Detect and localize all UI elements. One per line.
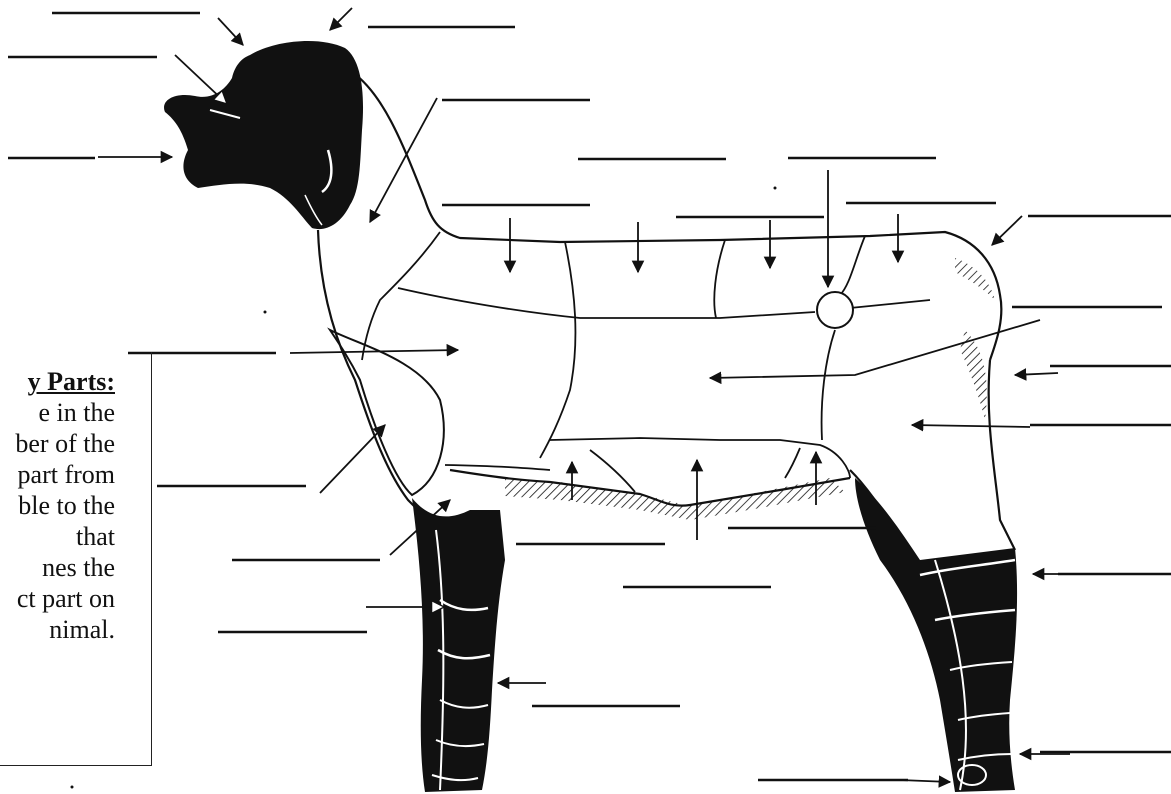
instructions-box: y Parts: e in the ber of the part from b…	[0, 352, 152, 766]
instructions-line: ble to the	[0, 490, 115, 521]
instructions-line: ber of the	[0, 428, 115, 459]
sheep-body	[318, 72, 1015, 550]
instructions-line: nes the	[0, 552, 115, 583]
shoulder-bulge	[330, 330, 444, 495]
arrow-11	[992, 216, 1022, 245]
cut-lines	[362, 232, 930, 492]
instructions-line: ct part on	[0, 583, 115, 614]
arrow-15	[912, 425, 1030, 427]
hind-leg	[855, 478, 1017, 792]
arrow-2	[330, 8, 352, 30]
instructions-line: part from	[0, 459, 115, 490]
instructions-line: that	[0, 521, 115, 552]
instructions-line: e in the	[0, 397, 115, 428]
instructions-title: y Parts:	[0, 366, 115, 397]
belly-hatching	[505, 478, 845, 520]
arrow-25	[900, 780, 950, 782]
arrow-1	[218, 18, 243, 45]
arrow-16	[320, 425, 385, 493]
arrow-14	[1015, 373, 1058, 375]
arrow-13	[710, 320, 1040, 378]
arrow-12	[290, 350, 458, 353]
sheep-head	[164, 41, 363, 229]
instructions-line: nimal.	[0, 614, 115, 645]
front-leg	[412, 498, 505, 792]
tenderloin-circle	[817, 292, 853, 328]
